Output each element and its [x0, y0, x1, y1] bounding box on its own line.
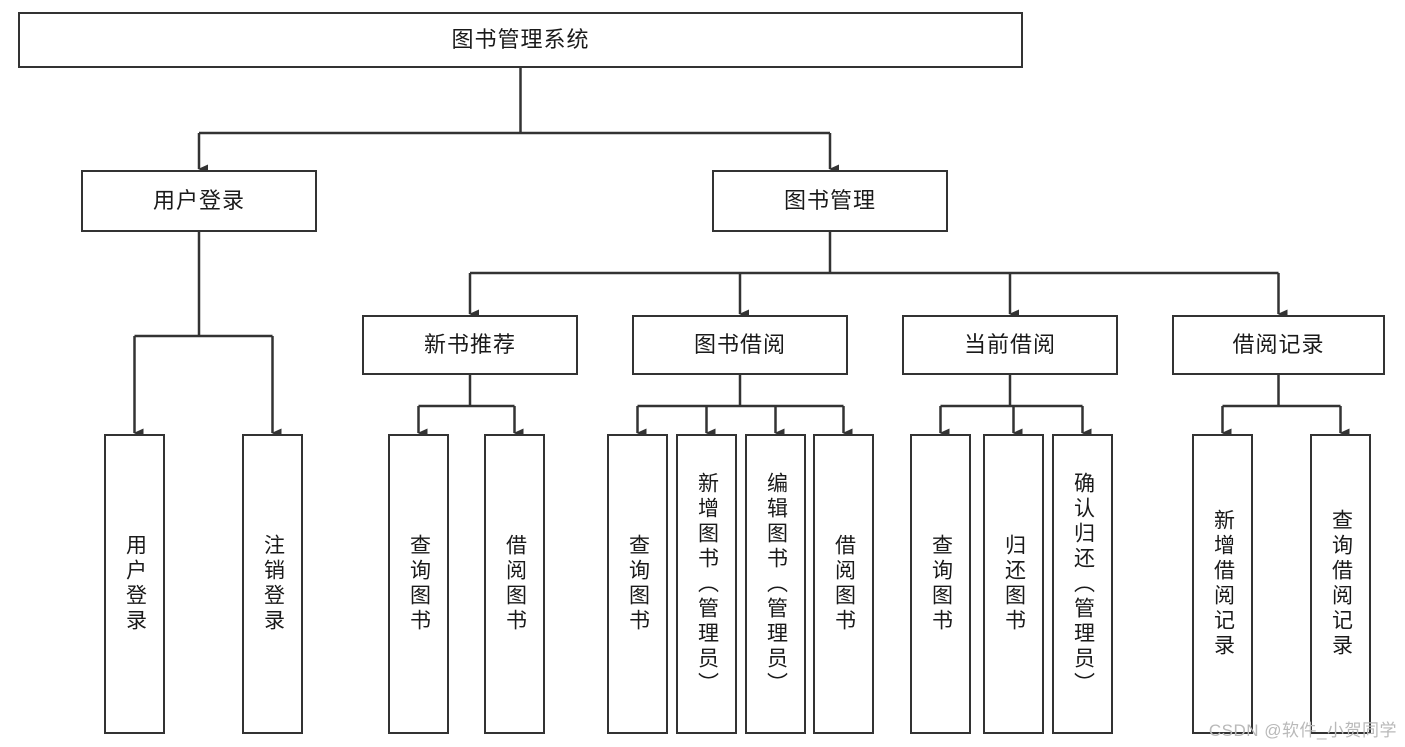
node-root[interactable]: 图书管理系统 [18, 12, 1023, 68]
node-label-leaf-borrow-book-1: 借阅图书 [503, 534, 527, 634]
node-leaf-add-book[interactable]: 新增图书（管理员） [676, 434, 737, 734]
node-label-current-borrow: 当前借阅 [963, 331, 1056, 357]
node-label-new-book-rec: 新书推荐 [423, 331, 516, 357]
node-label-leaf-user-login: 用户登录 [123, 534, 147, 634]
node-label-borrow-record: 借阅记录 [1232, 331, 1325, 357]
node-leaf-query-record[interactable]: 查询借阅记录 [1310, 434, 1371, 734]
node-leaf-confirm-return[interactable]: 确认归还（管理员） [1052, 434, 1113, 734]
node-label-leaf-query-book-3: 查询图书 [929, 534, 953, 634]
node-label-leaf-query-book-2: 查询图书 [626, 534, 650, 634]
node-leaf-user-login[interactable]: 用户登录 [104, 434, 165, 734]
node-label-root: 图书管理系统 [451, 26, 590, 52]
node-label-leaf-add-record: 新增借阅记录 [1211, 509, 1235, 659]
node-borrow-record[interactable]: 借阅记录 [1172, 315, 1385, 375]
node-label-leaf-return-book: 归还图书 [1002, 534, 1026, 634]
node-leaf-user-logout[interactable]: 注销登录 [242, 434, 303, 734]
node-leaf-add-record[interactable]: 新增借阅记录 [1192, 434, 1253, 734]
node-new-book-rec[interactable]: 新书推荐 [362, 315, 578, 375]
edge-group [133, 68, 1350, 438]
node-label-book-manage: 图书管理 [783, 187, 876, 213]
node-leaf-borrow-book-1[interactable]: 借阅图书 [484, 434, 545, 734]
node-leaf-query-book-3[interactable]: 查询图书 [910, 434, 971, 734]
node-leaf-query-book-2[interactable]: 查询图书 [607, 434, 668, 734]
node-book-borrow[interactable]: 图书借阅 [632, 315, 848, 375]
node-label-book-borrow: 图书借阅 [693, 331, 786, 357]
node-leaf-query-book-1[interactable]: 查询图书 [388, 434, 449, 734]
node-label-leaf-add-book: 新增图书（管理员） [695, 471, 719, 697]
node-label-user-login: 用户登录 [152, 187, 245, 213]
node-label-leaf-edit-book: 编辑图书（管理员） [764, 471, 788, 697]
node-label-leaf-user-logout: 注销登录 [261, 534, 285, 634]
node-label-leaf-confirm-return: 确认归还（管理员） [1071, 471, 1095, 697]
node-user-login[interactable]: 用户登录 [81, 170, 317, 232]
node-label-leaf-query-book-1: 查询图书 [407, 534, 431, 634]
node-label-leaf-borrow-book-2: 借阅图书 [832, 534, 856, 634]
node-current-borrow[interactable]: 当前借阅 [902, 315, 1118, 375]
watermark-label: CSDN @软件_小贺同学 [1208, 721, 1397, 740]
node-leaf-edit-book[interactable]: 编辑图书（管理员） [745, 434, 806, 734]
node-label-leaf-query-record: 查询借阅记录 [1329, 509, 1353, 659]
node-leaf-return-book[interactable]: 归还图书 [983, 434, 1044, 734]
node-book-manage[interactable]: 图书管理 [712, 170, 948, 232]
node-leaf-borrow-book-2[interactable]: 借阅图书 [813, 434, 874, 734]
